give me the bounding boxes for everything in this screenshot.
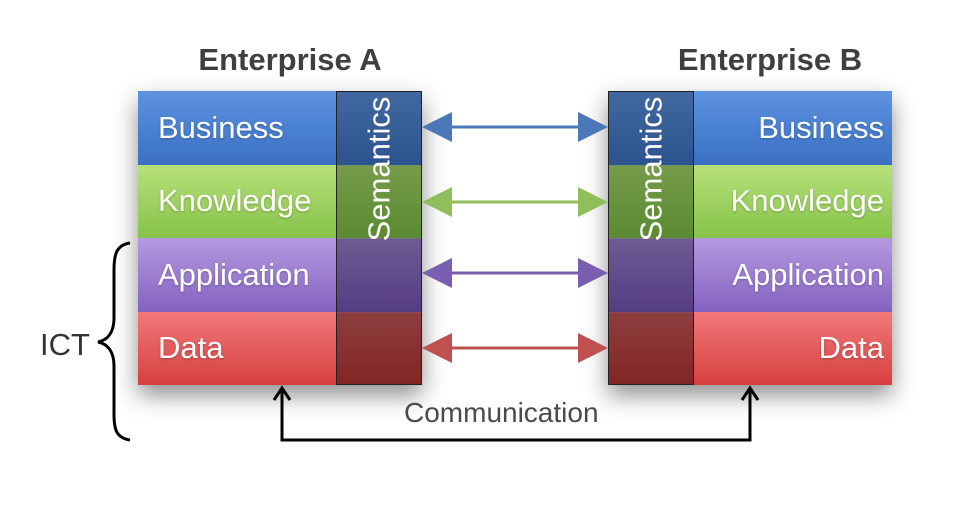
enterprise-b-knowledge-label: Knowledge xyxy=(730,183,884,219)
enterprise-a-title: Enterprise A xyxy=(198,42,382,77)
communication-arrowhead-right xyxy=(740,385,760,401)
enterprise-a-knowledge-layer: Knowledge xyxy=(138,164,422,238)
enterprise-a-semantics-column: Semantics xyxy=(336,91,422,385)
ict-brace xyxy=(97,241,131,442)
enterprise-b-knowledge-layer: Knowledge xyxy=(608,164,892,238)
enterprise-a-business-label: Business xyxy=(158,109,284,145)
enterprise-b-stack: Business Knowledge Application Data Sema… xyxy=(608,91,892,385)
enterprise-a-knowledge-label: Knowledge xyxy=(158,183,312,219)
communication-arrowhead-left xyxy=(272,385,292,401)
enterprise-b-business-label: Business xyxy=(758,109,884,145)
enterprise-a-application-label: Application xyxy=(158,256,310,292)
enterprise-a-stack: Business Knowledge Application Data Sema… xyxy=(138,91,422,385)
ict-label: ICT xyxy=(40,327,90,362)
enterprise-a-data-label: Data xyxy=(158,330,224,366)
enterprise-a-business-layer: Business xyxy=(138,91,422,165)
enterprise-b-application-label: Application xyxy=(732,256,884,292)
enterprise-b-semantics-column: Semantics xyxy=(608,91,694,385)
communication-line xyxy=(280,388,752,442)
enterprise-b-title: Enterprise B xyxy=(677,42,863,77)
communication-label: Communication xyxy=(404,397,599,428)
enterprise-b-data-label: Data xyxy=(818,330,884,366)
enterprise-b-business-layer: Business xyxy=(608,91,892,165)
